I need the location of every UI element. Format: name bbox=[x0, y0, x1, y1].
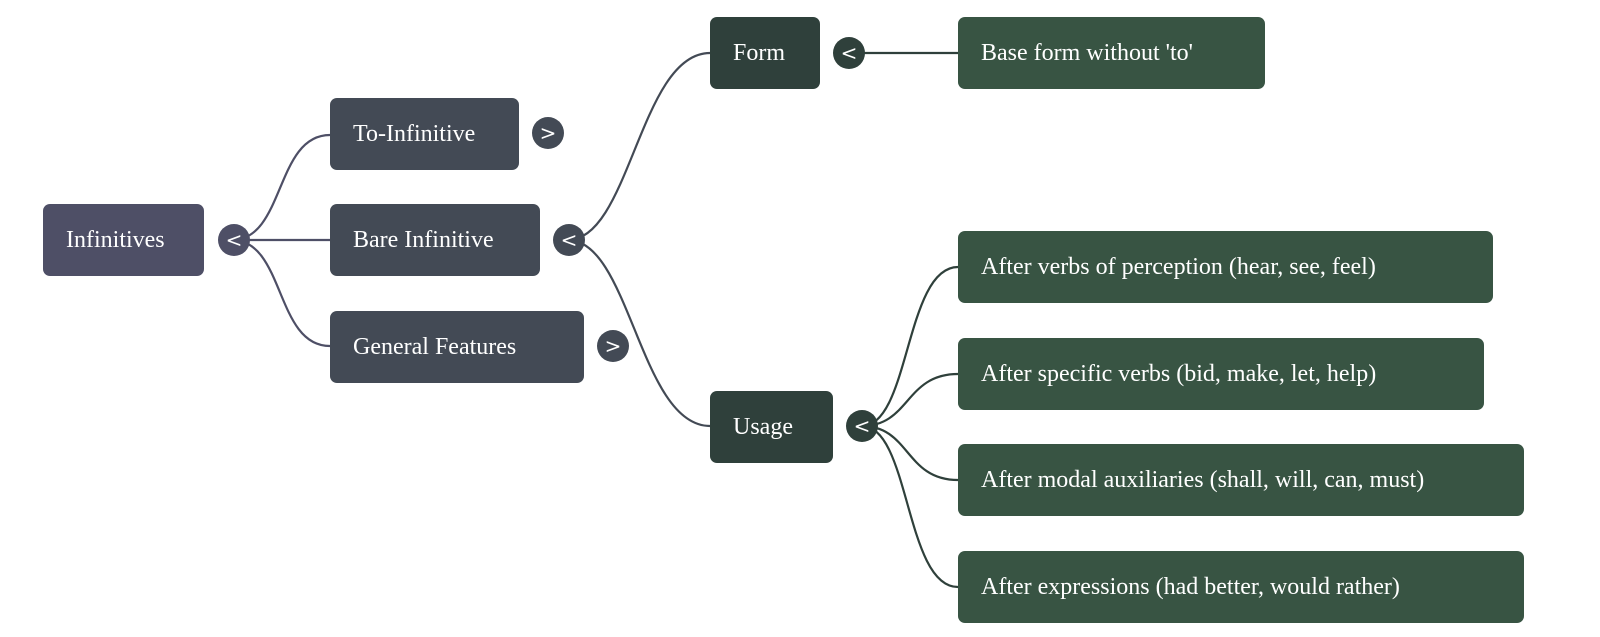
node-label: Infinitives bbox=[66, 227, 165, 253]
node-label: After expressions (had better, would rat… bbox=[981, 574, 1400, 600]
expand-toggle-icon[interactable]: > bbox=[532, 117, 564, 149]
collapse-toggle-icon[interactable]: < bbox=[833, 37, 865, 69]
expand-toggle-icon[interactable]: > bbox=[597, 330, 629, 362]
node-label: Base form without 'to' bbox=[981, 40, 1193, 66]
node-infinitives[interactable]: Infinitives bbox=[43, 204, 204, 276]
edge-usage-expressions bbox=[861, 424, 959, 589]
node-form[interactable]: Form bbox=[710, 17, 820, 89]
node-base-form[interactable]: Base form without 'to' bbox=[958, 17, 1265, 89]
collapse-toggle-icon[interactable]: < bbox=[218, 224, 250, 256]
node-usage-perception[interactable]: After verbs of perception (hear, see, fe… bbox=[958, 231, 1493, 303]
node-general-features[interactable]: General Features bbox=[330, 311, 584, 383]
edge-usage-perception bbox=[861, 265, 959, 428]
node-label: Bare Infinitive bbox=[353, 227, 494, 253]
node-label: To-Infinitive bbox=[353, 121, 476, 147]
node-label: After specific verbs (bid, make, let, he… bbox=[981, 361, 1377, 387]
node-usage[interactable]: Usage bbox=[710, 391, 833, 463]
node-usage-modal-auxiliaries[interactable]: After modal auxiliaries (shall, will, ca… bbox=[958, 444, 1524, 516]
node-usage-specific-verbs[interactable]: After specific verbs (bid, make, let, he… bbox=[958, 338, 1484, 410]
edge-bare-form bbox=[567, 51, 711, 242]
node-usage-expressions[interactable]: After expressions (had better, would rat… bbox=[958, 551, 1524, 623]
collapse-toggle-icon[interactable]: < bbox=[553, 224, 585, 256]
edge-usage-modal bbox=[861, 424, 959, 482]
node-label: After verbs of perception (hear, see, fe… bbox=[981, 254, 1376, 280]
node-label: Usage bbox=[733, 414, 793, 440]
edge-root-general-features bbox=[231, 238, 331, 348]
node-label: General Features bbox=[353, 334, 517, 360]
node-bare-infinitive[interactable]: Bare Infinitive bbox=[330, 204, 540, 276]
node-label: After modal auxiliaries (shall, will, ca… bbox=[981, 467, 1425, 493]
node-label: Form bbox=[733, 40, 786, 66]
collapse-toggle-icon[interactable]: < bbox=[846, 410, 878, 442]
edge-bare-usage bbox=[567, 238, 711, 428]
node-to-infinitive[interactable]: To-Infinitive bbox=[330, 98, 519, 170]
edge-root-to-infinitive bbox=[231, 133, 331, 242]
